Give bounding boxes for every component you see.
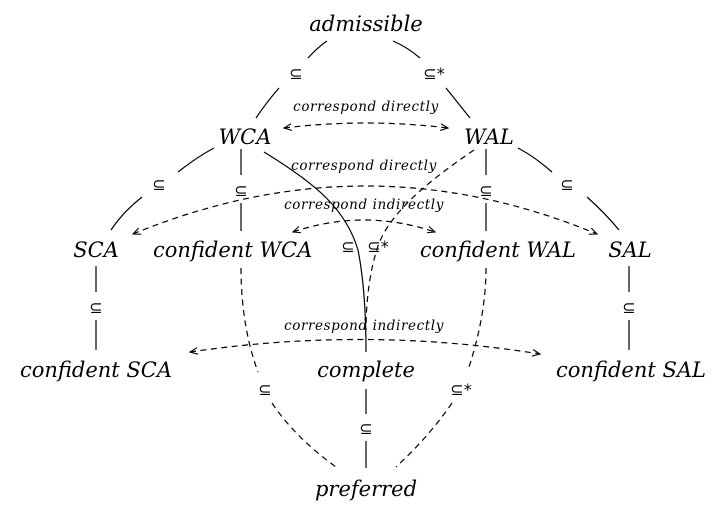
annotation-wca-wal: correspond directly: [293, 99, 439, 115]
arrow-sca-sal: [133, 185, 597, 234]
node-preferred: preferred: [315, 477, 417, 501]
subset-symbol: ⊆: [234, 181, 247, 200]
subset-symbol: ⊆: [479, 181, 492, 200]
arrow-confwca-confwal: [293, 219, 435, 232]
subset-symbol: ⊆: [289, 64, 302, 83]
node-confident-sal: confident SAL: [556, 358, 706, 382]
subset-star-symbol: ⊆*: [450, 380, 471, 399]
arrow-confsca-confsal: [190, 338, 540, 354]
annotation-confsca-confsal: correspond indirectly: [284, 318, 444, 334]
edge-wal-complete-dashed: [365, 149, 475, 331]
edge-wal-sal-lower: [586, 196, 620, 231]
node-confident-sca: confident SCA: [20, 358, 172, 382]
subset-star-symbol: ⊆*: [423, 64, 444, 83]
edge-confwca-preferred-lower: [271, 402, 337, 468]
node-confident-wca: confident WCA: [153, 238, 312, 262]
node-wca: WCA: [219, 125, 272, 149]
edge-confwca-preferred-upper: [240, 267, 259, 373]
edge-confwal-preferred-upper: [467, 267, 487, 371]
subset-symbol: ⊆: [258, 380, 271, 399]
edge-admissible-wal-lower: [445, 87, 471, 119]
node-confident-wal: confident WAL: [420, 238, 576, 262]
annotation-sca-sal: correspond directly: [291, 158, 437, 174]
node-admissible: admissible: [309, 12, 422, 36]
node-sal: SAL: [608, 238, 652, 262]
arrow-wca-wal: [284, 122, 448, 128]
subset-symbol: ⊆: [560, 175, 573, 194]
node-wal: WAL: [464, 125, 514, 149]
subset-symbol: ⊆: [152, 175, 165, 194]
node-complete: complete: [317, 358, 415, 382]
annotation-confwca-confwal: correspond indirectly: [284, 197, 444, 213]
subset-symbol: ⊆: [341, 237, 354, 256]
edge-admissible-wal-upper: [392, 40, 421, 59]
edge-wal-sal-upper: [517, 147, 553, 173]
subset-star-symbol: ⊆*: [367, 237, 388, 256]
node-sca: SCA: [73, 238, 119, 262]
subset-symbol: ⊆: [622, 298, 635, 317]
edge-admissible-wca-upper: [307, 40, 328, 59]
edge-wca-sca-lower: [110, 196, 143, 231]
edge-wca-complete: [263, 151, 367, 353]
edge-admissible-wca-lower: [255, 87, 280, 119]
subset-symbol: ⊆: [359, 419, 372, 438]
subset-symbol: ⊆: [89, 298, 102, 317]
edge-wca-sca-upper: [177, 147, 215, 173]
edge-confwal-preferred-lower: [395, 402, 453, 468]
